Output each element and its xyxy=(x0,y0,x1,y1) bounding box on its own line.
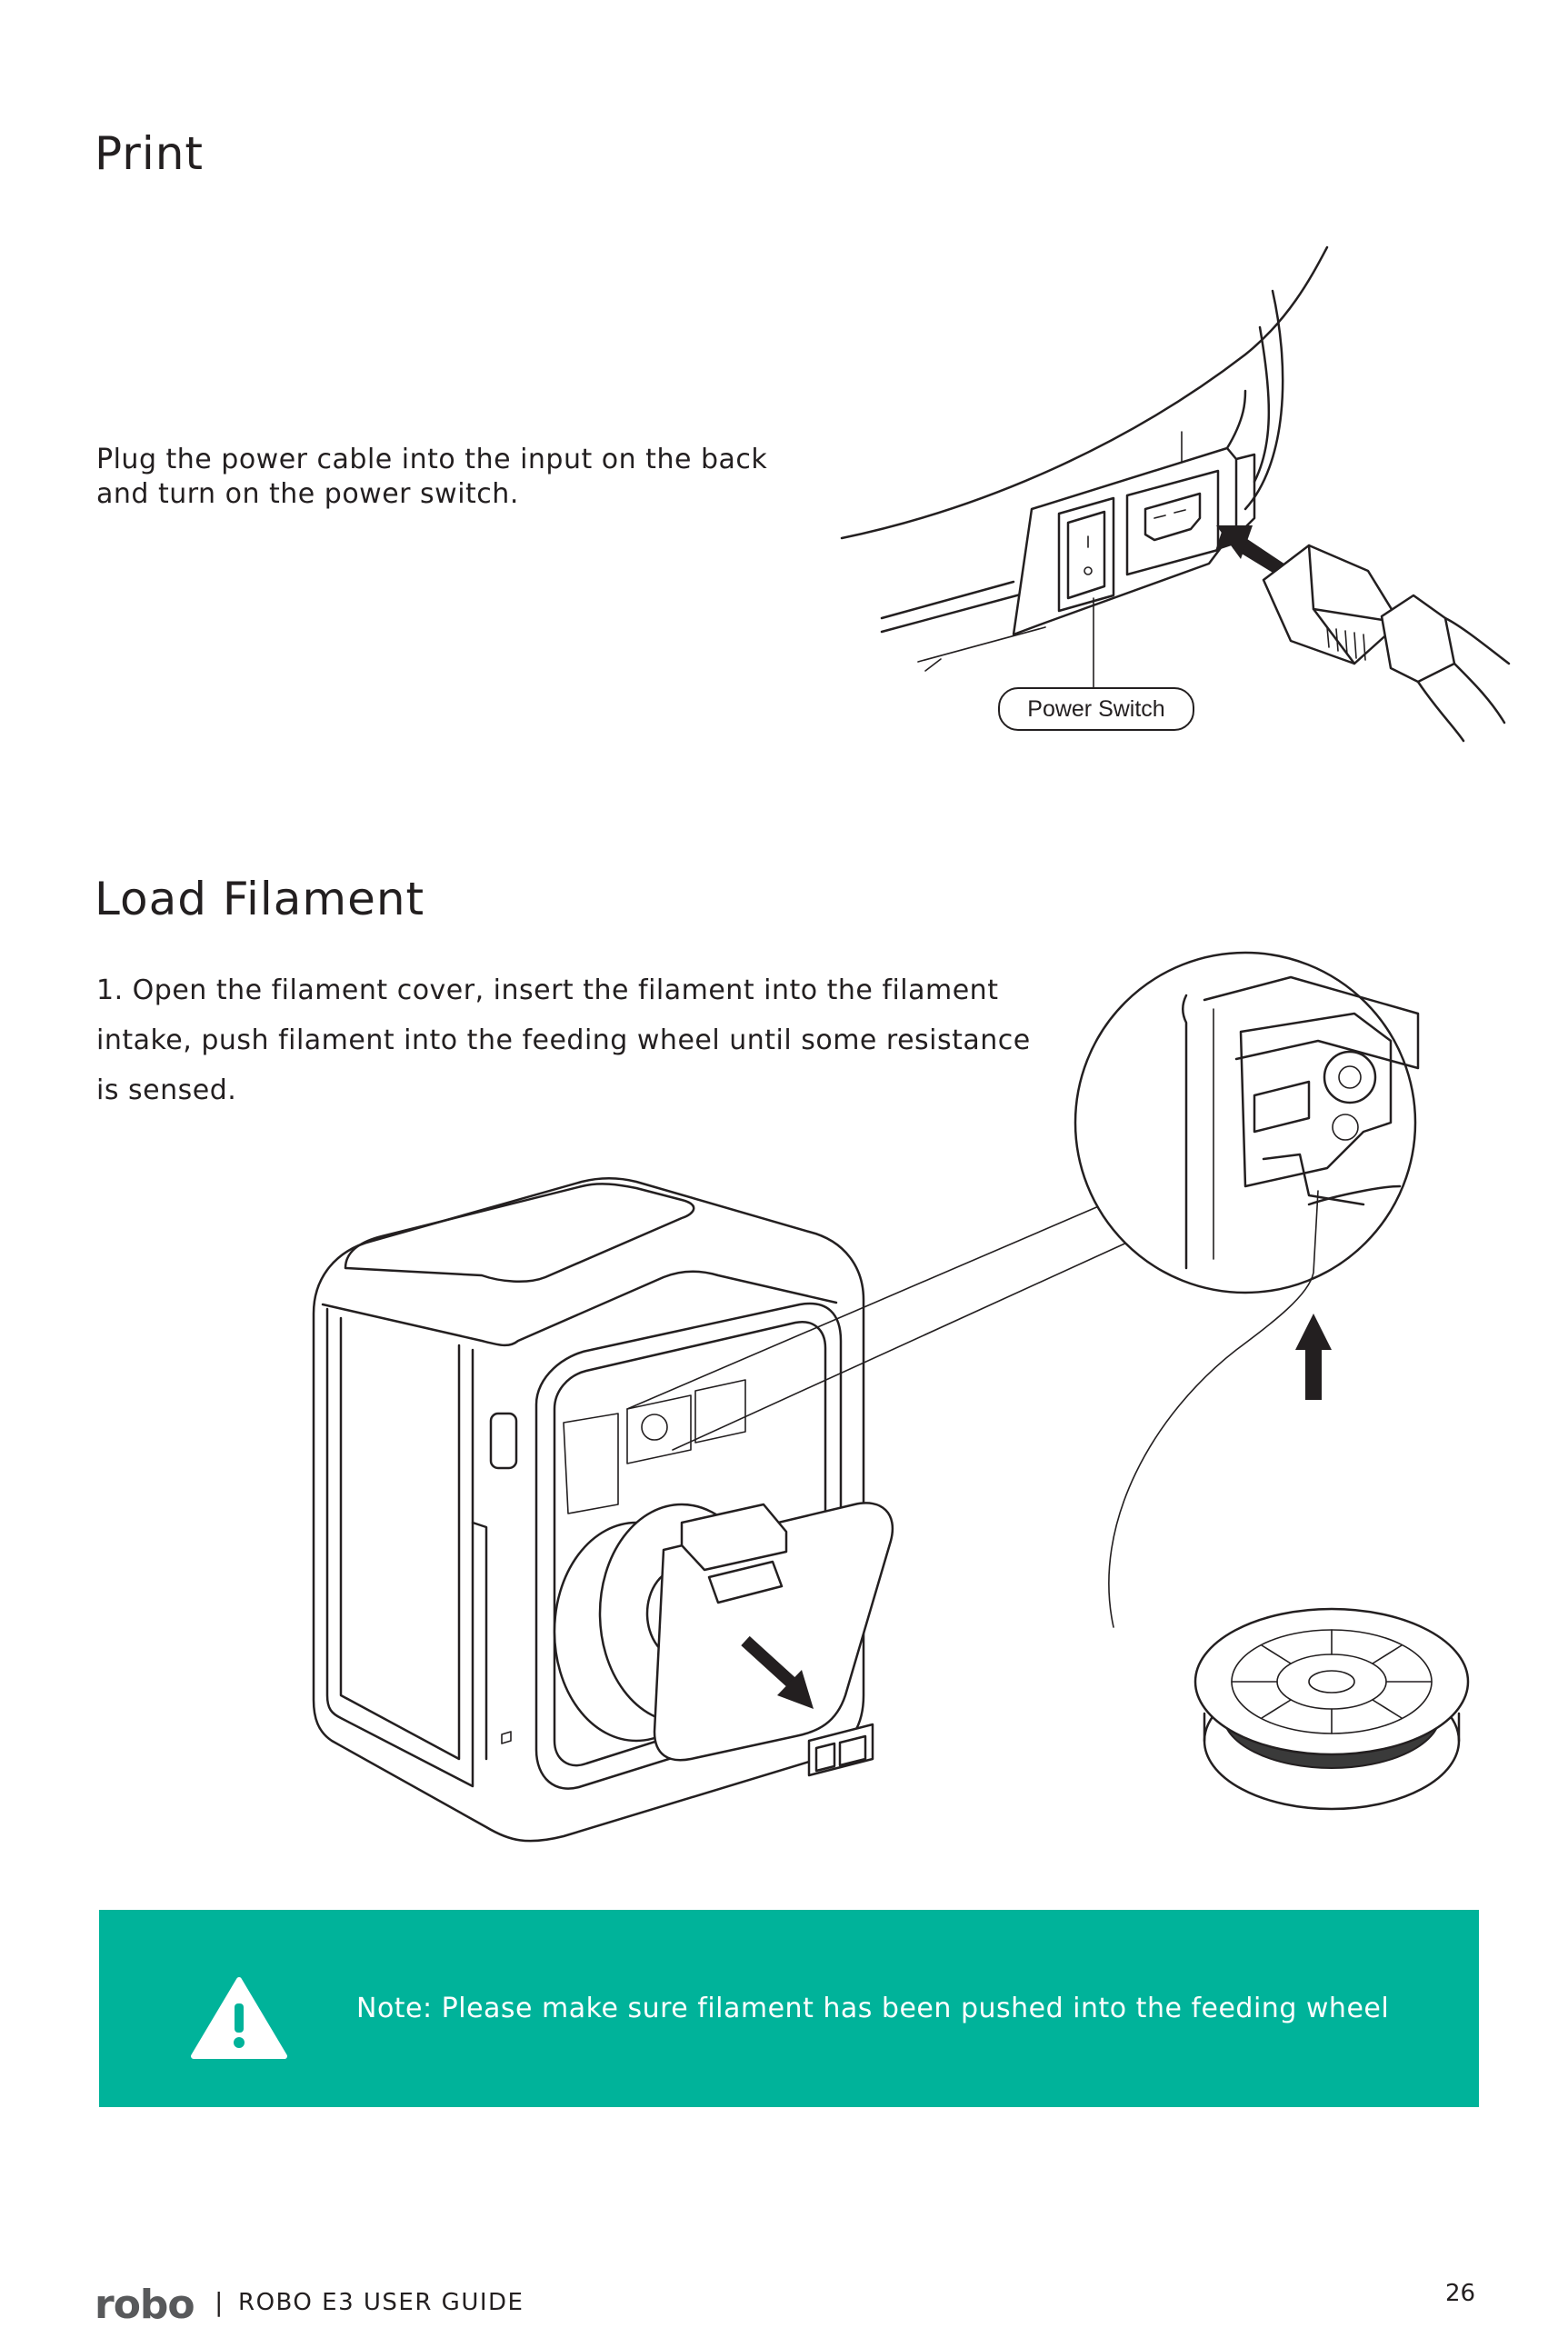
load-filament-step-line-3: is sensed. xyxy=(96,1074,237,1106)
print-instruction: Plug the power cable into the input on t… xyxy=(96,443,787,511)
load-filament-step-line-2: intake, push filament into the feeding w… xyxy=(96,1024,1031,1056)
print-instruction-line-1: Plug the power cable into the input on t… xyxy=(96,444,768,475)
footer-guide-title: ROBO E3 USER GUIDE xyxy=(238,2289,524,2316)
page-number: 26 xyxy=(1445,2280,1476,2307)
power-switch-callout: Power Switch xyxy=(998,687,1194,731)
note-banner: Note: Please make sure filament has been… xyxy=(99,1910,1479,2107)
power-switch-label: Power Switch xyxy=(1027,695,1165,722)
footer-separator: | xyxy=(215,2287,224,2317)
load-filament-step: 1. Open the filament cover, insert the f… xyxy=(96,965,1114,1115)
power-input-illustration xyxy=(840,245,1511,743)
load-filament-illustration xyxy=(312,951,1470,1843)
print-instruction-line-2: and turn on the power switch. xyxy=(96,477,519,510)
warning-triangle-icon xyxy=(191,1977,287,2059)
note-text: Note: Please make sure filament has been… xyxy=(356,1993,1390,2024)
load-filament-heading: Load Filament xyxy=(95,873,425,925)
load-filament-step-line-1: 1. Open the filament cover, insert the f… xyxy=(96,974,999,1006)
print-heading: Print xyxy=(95,127,205,180)
robo-logo: robo xyxy=(95,2282,195,2328)
